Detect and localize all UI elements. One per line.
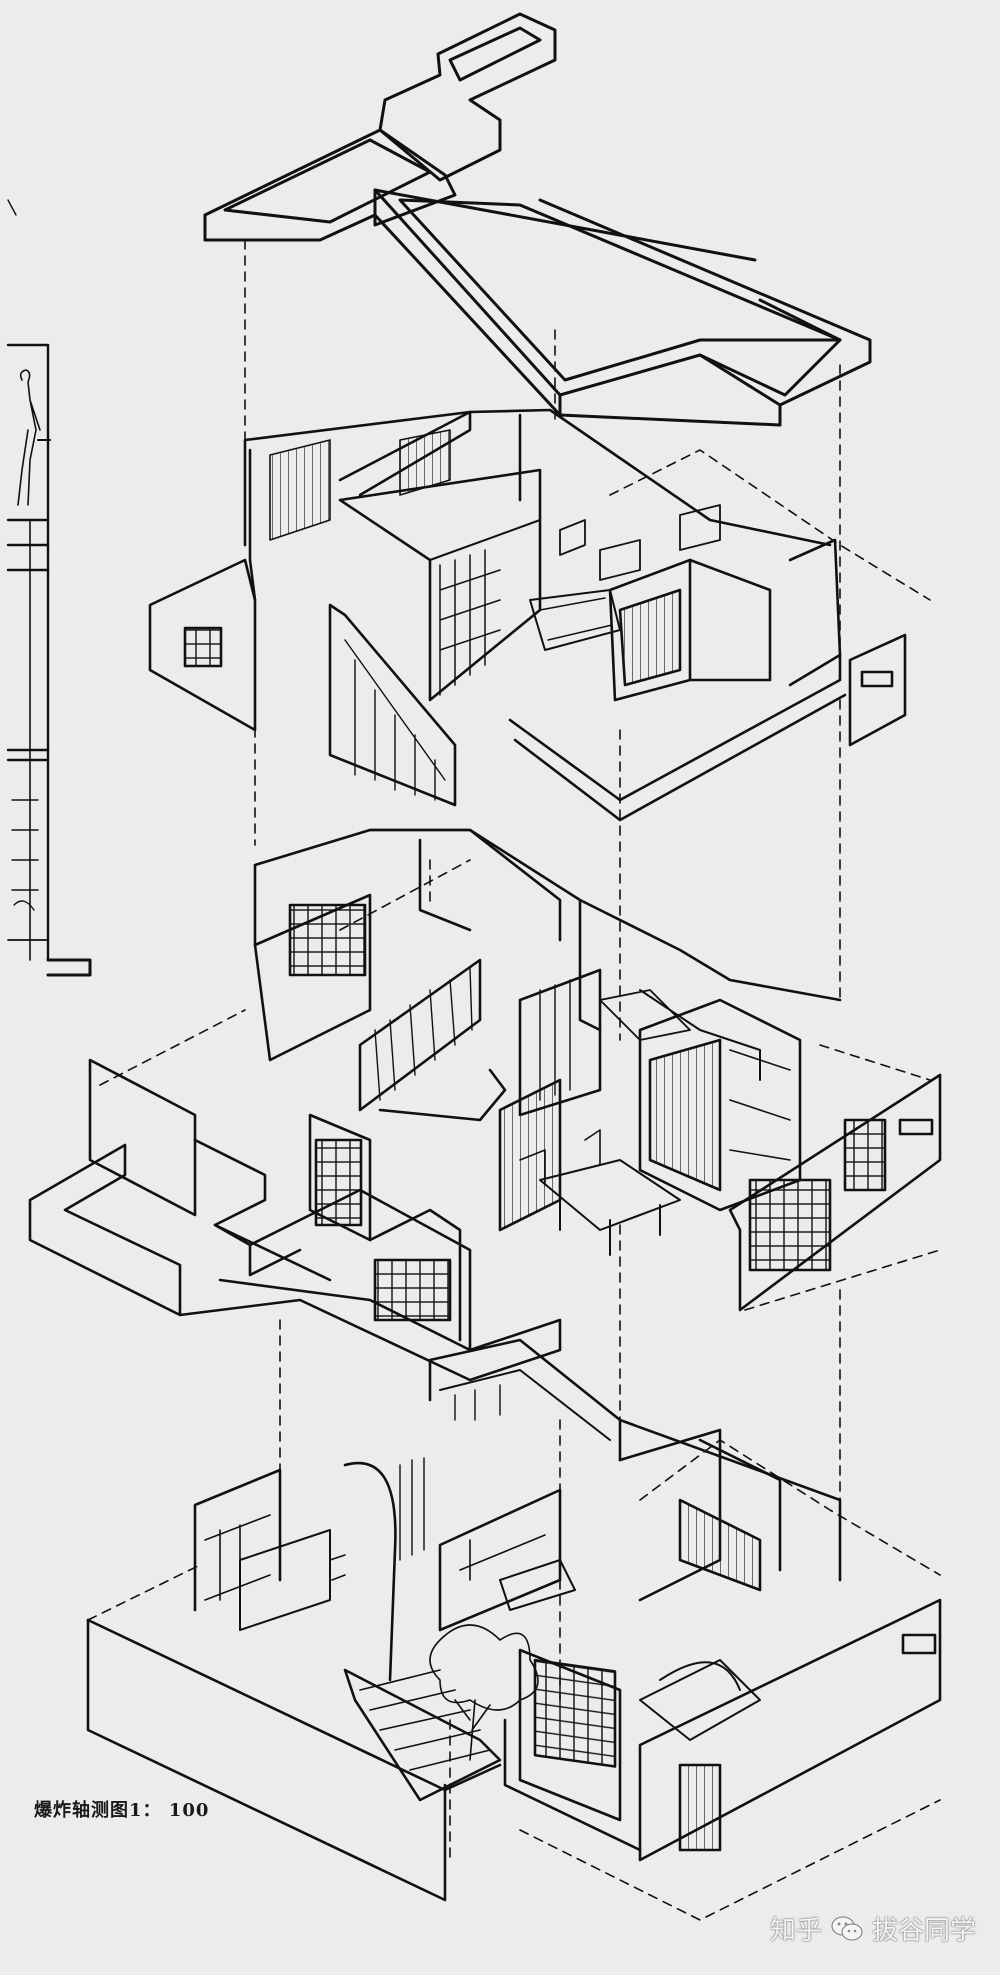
roof-slab: [203, 12, 872, 427]
watermark: 知乎 拔谷同学: [770, 1910, 976, 1947]
drawing-caption: 爆炸轴测图1： 100: [34, 1800, 210, 1821]
watermark-platform: 知乎: [769, 1916, 822, 1946]
ground-floor: [86, 1338, 942, 1902]
upper-floor: [148, 408, 907, 822]
alignment-lines: [87, 239, 941, 1921]
watermark-author: 拔谷同学: [871, 1916, 976, 1946]
side-section-strip: [6, 199, 92, 977]
middle-floor: [28, 828, 942, 1382]
wechat-icon: [831, 1916, 863, 1940]
